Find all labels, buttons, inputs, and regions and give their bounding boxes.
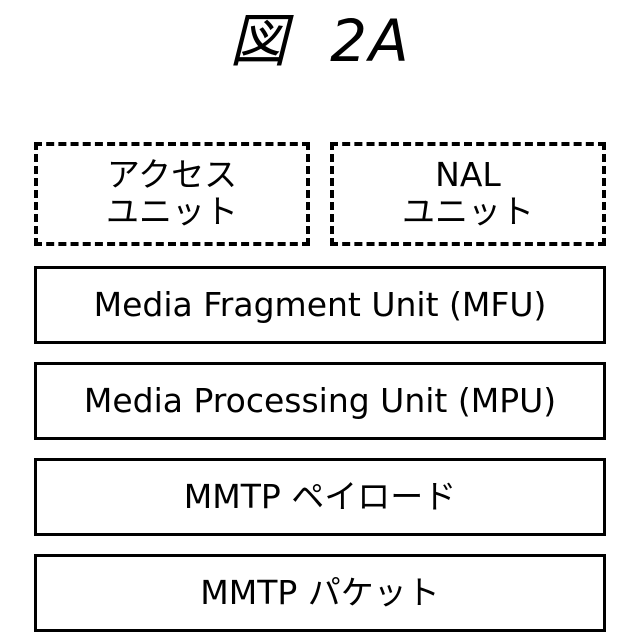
mmtp-packet-label: MMTP パケット <box>200 575 440 612</box>
nal-unit-box: NAL ユニット <box>330 142 606 246</box>
mfu-box: Media Fragment Unit (MFU) <box>34 266 606 344</box>
access-unit-label-line1: アクセス <box>107 157 237 194</box>
figure-title: 図 2A <box>0 6 640 76</box>
mmtp-payload-label: MMTP ペイロード <box>184 479 457 516</box>
access-unit-box: アクセス ユニット <box>34 142 310 246</box>
nal-unit-label-line2: ユニット <box>402 194 534 231</box>
nal-unit-label-line1: NAL <box>435 157 501 194</box>
mmtp-payload-box: MMTP ペイロード <box>34 458 606 536</box>
mpu-box: Media Processing Unit (MPU) <box>34 362 606 440</box>
mpu-label: Media Processing Unit (MPU) <box>84 383 556 420</box>
mfu-label: Media Fragment Unit (MFU) <box>94 287 547 324</box>
access-unit-label-line2: ユニット <box>106 194 238 231</box>
mmtp-packet-box: MMTP パケット <box>34 554 606 632</box>
